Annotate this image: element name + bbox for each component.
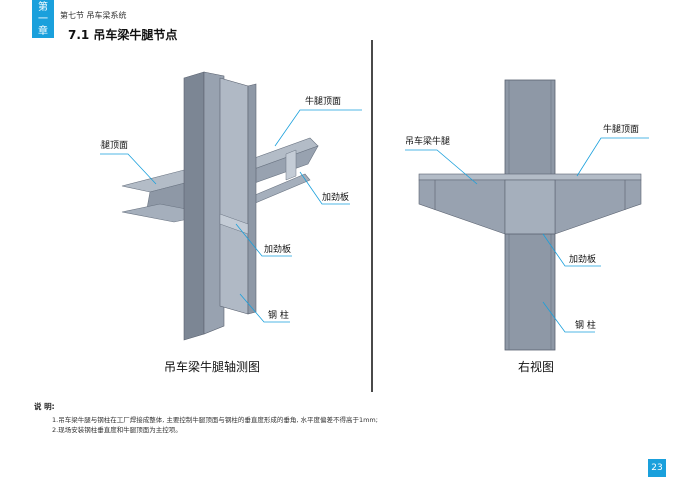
stiffener-right [285, 149, 297, 181]
note-1: 1.吊车梁牛腿与钢柱在工厂焊接成整体, 主要控制牛腿顶面与钢柱的垂直度形成的垂角… [52, 416, 378, 424]
section-label: 第七节 吊车梁系统 [60, 11, 127, 20]
right-figure-caption: 右视图 [518, 360, 555, 374]
divider-line [371, 40, 373, 392]
label-column: 钢 柱 [575, 319, 596, 331]
note-2: 2.现场安装钢柱垂直度和牛腿顶面为主控项。 [52, 426, 182, 434]
label-column: 钢 柱 [268, 309, 289, 321]
panel-zone [504, 179, 556, 235]
stiffener-lines [434, 180, 626, 235]
column-web [203, 71, 225, 335]
label-top-face-left: 牛腿顶面 [100, 139, 128, 151]
label-top-face: 牛腿顶面 [603, 123, 639, 135]
column-front-edge [247, 83, 257, 315]
leader-lines [100, 109, 362, 323]
left-figure-caption: 吊车梁牛腿轴测图 [164, 360, 261, 374]
bracket-right-web [554, 179, 642, 235]
column-back-flange [183, 71, 205, 341]
right-view-figure: 吊车梁牛腿 牛腿顶面 加劲板 钢 柱 [405, 79, 649, 351]
chapter-char-3: 章 [38, 26, 48, 37]
column-front-flange [219, 77, 249, 315]
stiffener-center [219, 213, 249, 235]
page-title: 7.1 吊车梁牛腿节点 [68, 28, 178, 42]
bracket-left-web [418, 179, 506, 235]
label-stiffener-center: 加劲板 [264, 243, 291, 255]
chapter-char-1: 第 [38, 2, 48, 13]
label-stiffener-right: 加劲板 [322, 191, 349, 203]
isometric-figure: 牛腿顶面 牛腿顶面 加劲板 加劲板 钢 柱 [100, 71, 362, 341]
page-number: 23 [648, 459, 666, 477]
bracket-top-flange [418, 173, 642, 181]
notes-title: 说 明: [34, 402, 55, 411]
label-bracket: 吊车梁牛腿 [405, 135, 450, 147]
leader-lines [405, 137, 649, 333]
label-stiffener: 加劲板 [569, 253, 596, 265]
chapter-tab: 第 一 章 [32, 0, 54, 38]
label-top-face-right: 牛腿顶面 [305, 95, 341, 107]
chapter-char-2: 一 [38, 14, 48, 25]
